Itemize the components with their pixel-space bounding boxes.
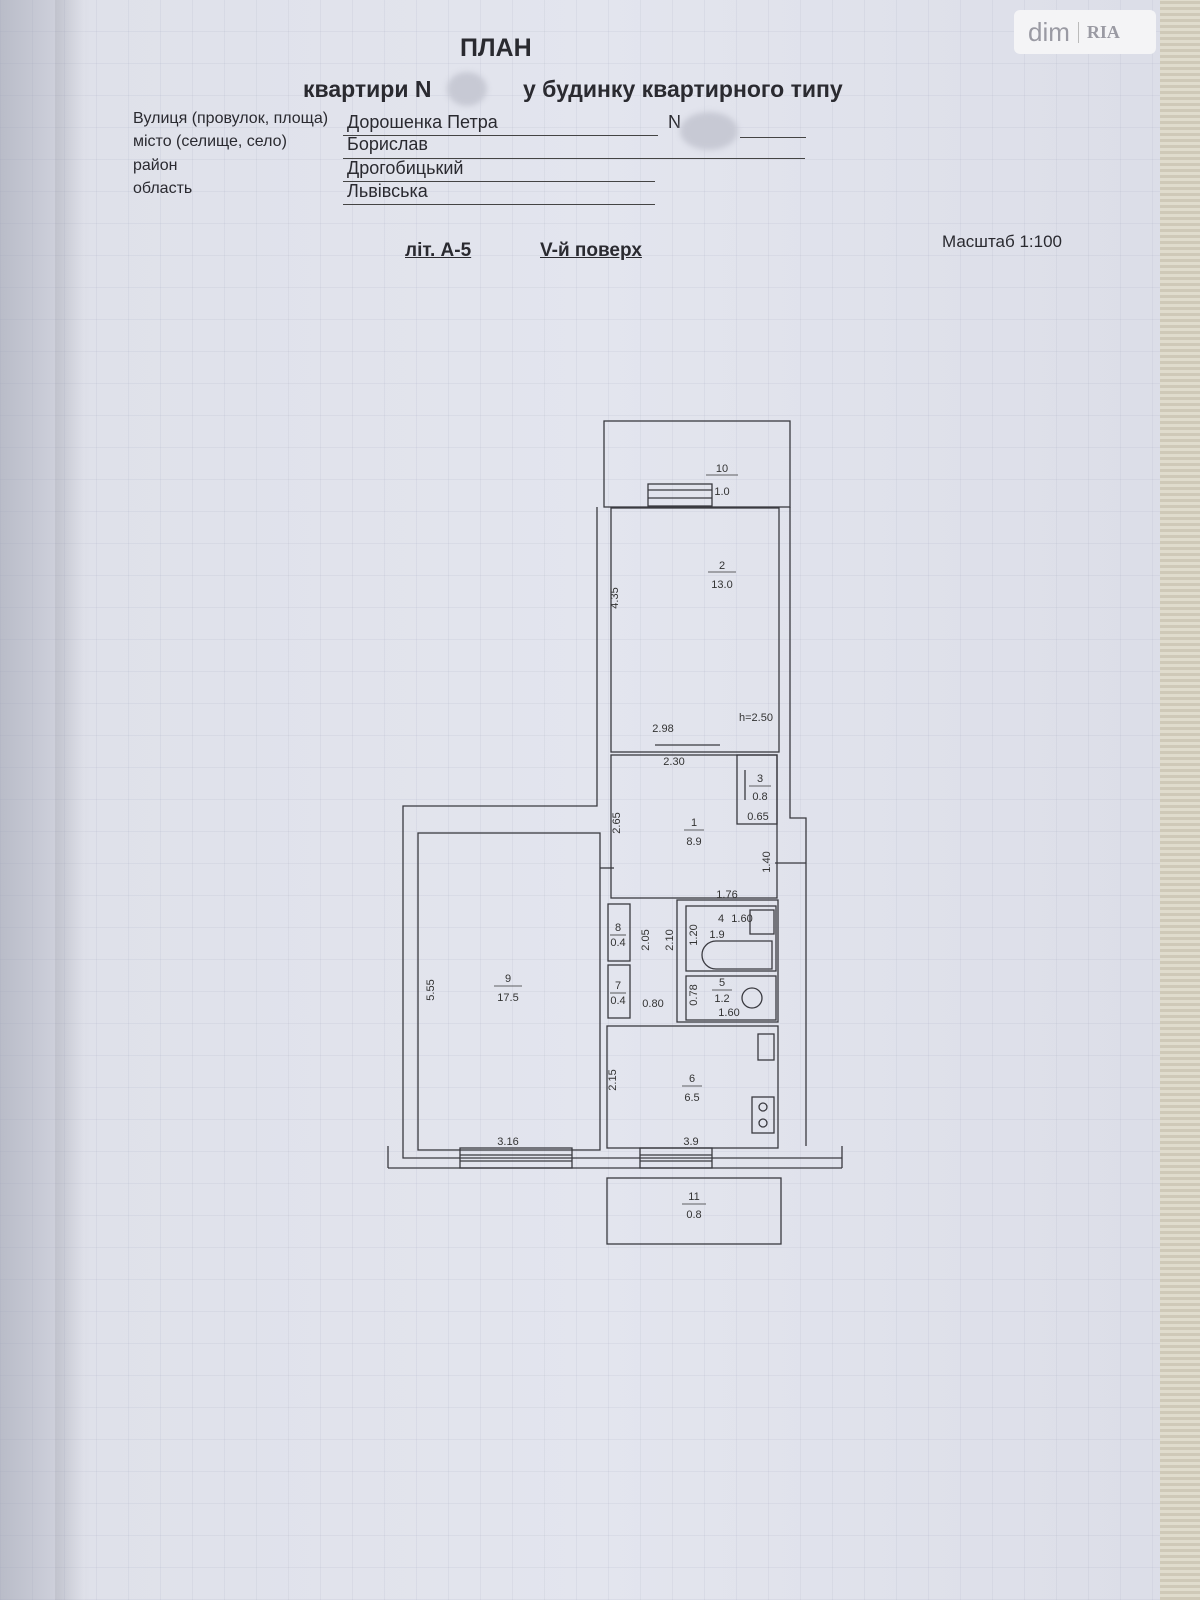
subtitle-right: у будинку квартирного типу: [523, 76, 843, 102]
balcony-11-outline: [606, 1177, 782, 1245]
logo-text: dim: [1028, 16, 1070, 47]
document-page: [0, 0, 1160, 1600]
room-4-outline: [685, 905, 777, 972]
room-5-outline: [685, 975, 777, 1021]
sink-icon: [749, 909, 775, 935]
region-value: Львівська: [347, 181, 428, 201]
room-area: 17.5: [497, 992, 518, 1004]
street-label: Вулиця (провулок, площа): [133, 110, 329, 127]
city-label: місто (селище, село): [133, 133, 287, 150]
dimension: 1.40: [761, 851, 773, 872]
redaction-blur: [680, 112, 738, 150]
dimension: 1.76: [716, 889, 737, 901]
room-number: 2: [719, 560, 725, 572]
room-number: 9: [505, 973, 511, 985]
kitchen-sink-icon: [757, 1033, 775, 1061]
room-area: 0.8: [686, 1209, 701, 1221]
balcony-10-outline: [603, 420, 791, 508]
room-2-outline: [610, 507, 780, 753]
room-1-outline: [610, 754, 778, 899]
underline: [343, 181, 655, 182]
dimension: 0.65: [747, 811, 768, 823]
bathtub-icon: [701, 940, 773, 970]
room-area: 1.2: [714, 993, 729, 1005]
dimension: 2.05: [640, 929, 652, 950]
room-area: 0.4: [610, 937, 625, 949]
room-area: 1.9: [709, 929, 724, 941]
room-area: 8.9: [686, 836, 701, 848]
background-surface: [1160, 0, 1200, 1600]
dimension: 4.35: [609, 587, 621, 608]
room-area: 0.8: [752, 791, 767, 803]
page-binding: [55, 0, 85, 1600]
watermark-logo: dim RIA: [1014, 10, 1156, 54]
building-letter: літ. А-5: [405, 240, 472, 261]
room-area: 13.0: [711, 579, 732, 591]
room-area: 6.5: [684, 1092, 699, 1104]
dimension: 2.15: [607, 1069, 619, 1090]
room-area: 1.0: [714, 486, 729, 498]
outer-wall: [402, 507, 842, 1159]
dimension: 0.78: [688, 984, 700, 1005]
room-number: 7: [615, 980, 621, 992]
region-label: область: [133, 180, 193, 197]
district-label: район: [133, 157, 178, 174]
dimension: 3.16: [497, 1136, 518, 1148]
dimension: 2.10: [664, 929, 676, 950]
room-7-outline: [607, 964, 631, 1019]
dimension: 3.9: [683, 1136, 698, 1148]
dimension: 2.65: [611, 812, 623, 833]
room-number: 1: [691, 817, 697, 829]
district-value: Дрогобицький: [347, 158, 464, 178]
dimension: 2.30: [663, 756, 684, 768]
stove-icon: [751, 1096, 775, 1134]
underline: [343, 204, 655, 205]
dimension: 5.55: [425, 979, 437, 1000]
ceiling-height: h=2.50: [739, 712, 773, 724]
city-value: Борислав: [347, 134, 428, 154]
redaction-blur: [447, 72, 487, 106]
room-number: 8: [615, 922, 621, 934]
room-8-outline: [607, 903, 631, 962]
subtitle-left: квартири N: [303, 76, 432, 102]
dimension: 1.60: [731, 913, 752, 925]
room-number: 10: [716, 463, 728, 475]
room-number: 11: [688, 1191, 699, 1203]
house-number-label: N: [668, 112, 681, 132]
toilet-icon: [741, 987, 763, 1009]
scale-label: Масштаб 1:100: [942, 232, 1062, 251]
room-3-outline: [736, 754, 778, 825]
dimension: 1.60: [718, 1007, 739, 1019]
room-number: 5: [719, 977, 725, 989]
underline: [740, 137, 806, 138]
room-number: 4: [718, 913, 724, 925]
room-number: 6: [689, 1073, 695, 1085]
room-number: 3: [757, 773, 763, 785]
dimension-labels: h=2.50 4.35 2.98 2.30 0.65 2.65 1.40 1.7…: [425, 587, 773, 1148]
dimension: 2.98: [652, 723, 673, 735]
outer-wall: [789, 507, 807, 1146]
underline: [343, 135, 658, 136]
room-9-outline: [417, 832, 601, 1151]
walls: [387, 420, 843, 1245]
logo-text-ria: RIA: [1077, 21, 1120, 43]
floor-label: V-й поверх: [540, 240, 642, 261]
street-value: Дорошенка Петра: [347, 112, 498, 132]
room-labels: 10 1.0 2 13.0 3 0.8 1 8.9 4 1.9 5 1.2 8 …: [494, 463, 771, 1221]
underline: [343, 158, 805, 159]
dimension: 1.20: [688, 924, 700, 945]
dimension: 0.80: [642, 998, 663, 1010]
room-area: 0.4: [610, 995, 625, 1007]
document-title: ПЛАН: [460, 34, 532, 62]
